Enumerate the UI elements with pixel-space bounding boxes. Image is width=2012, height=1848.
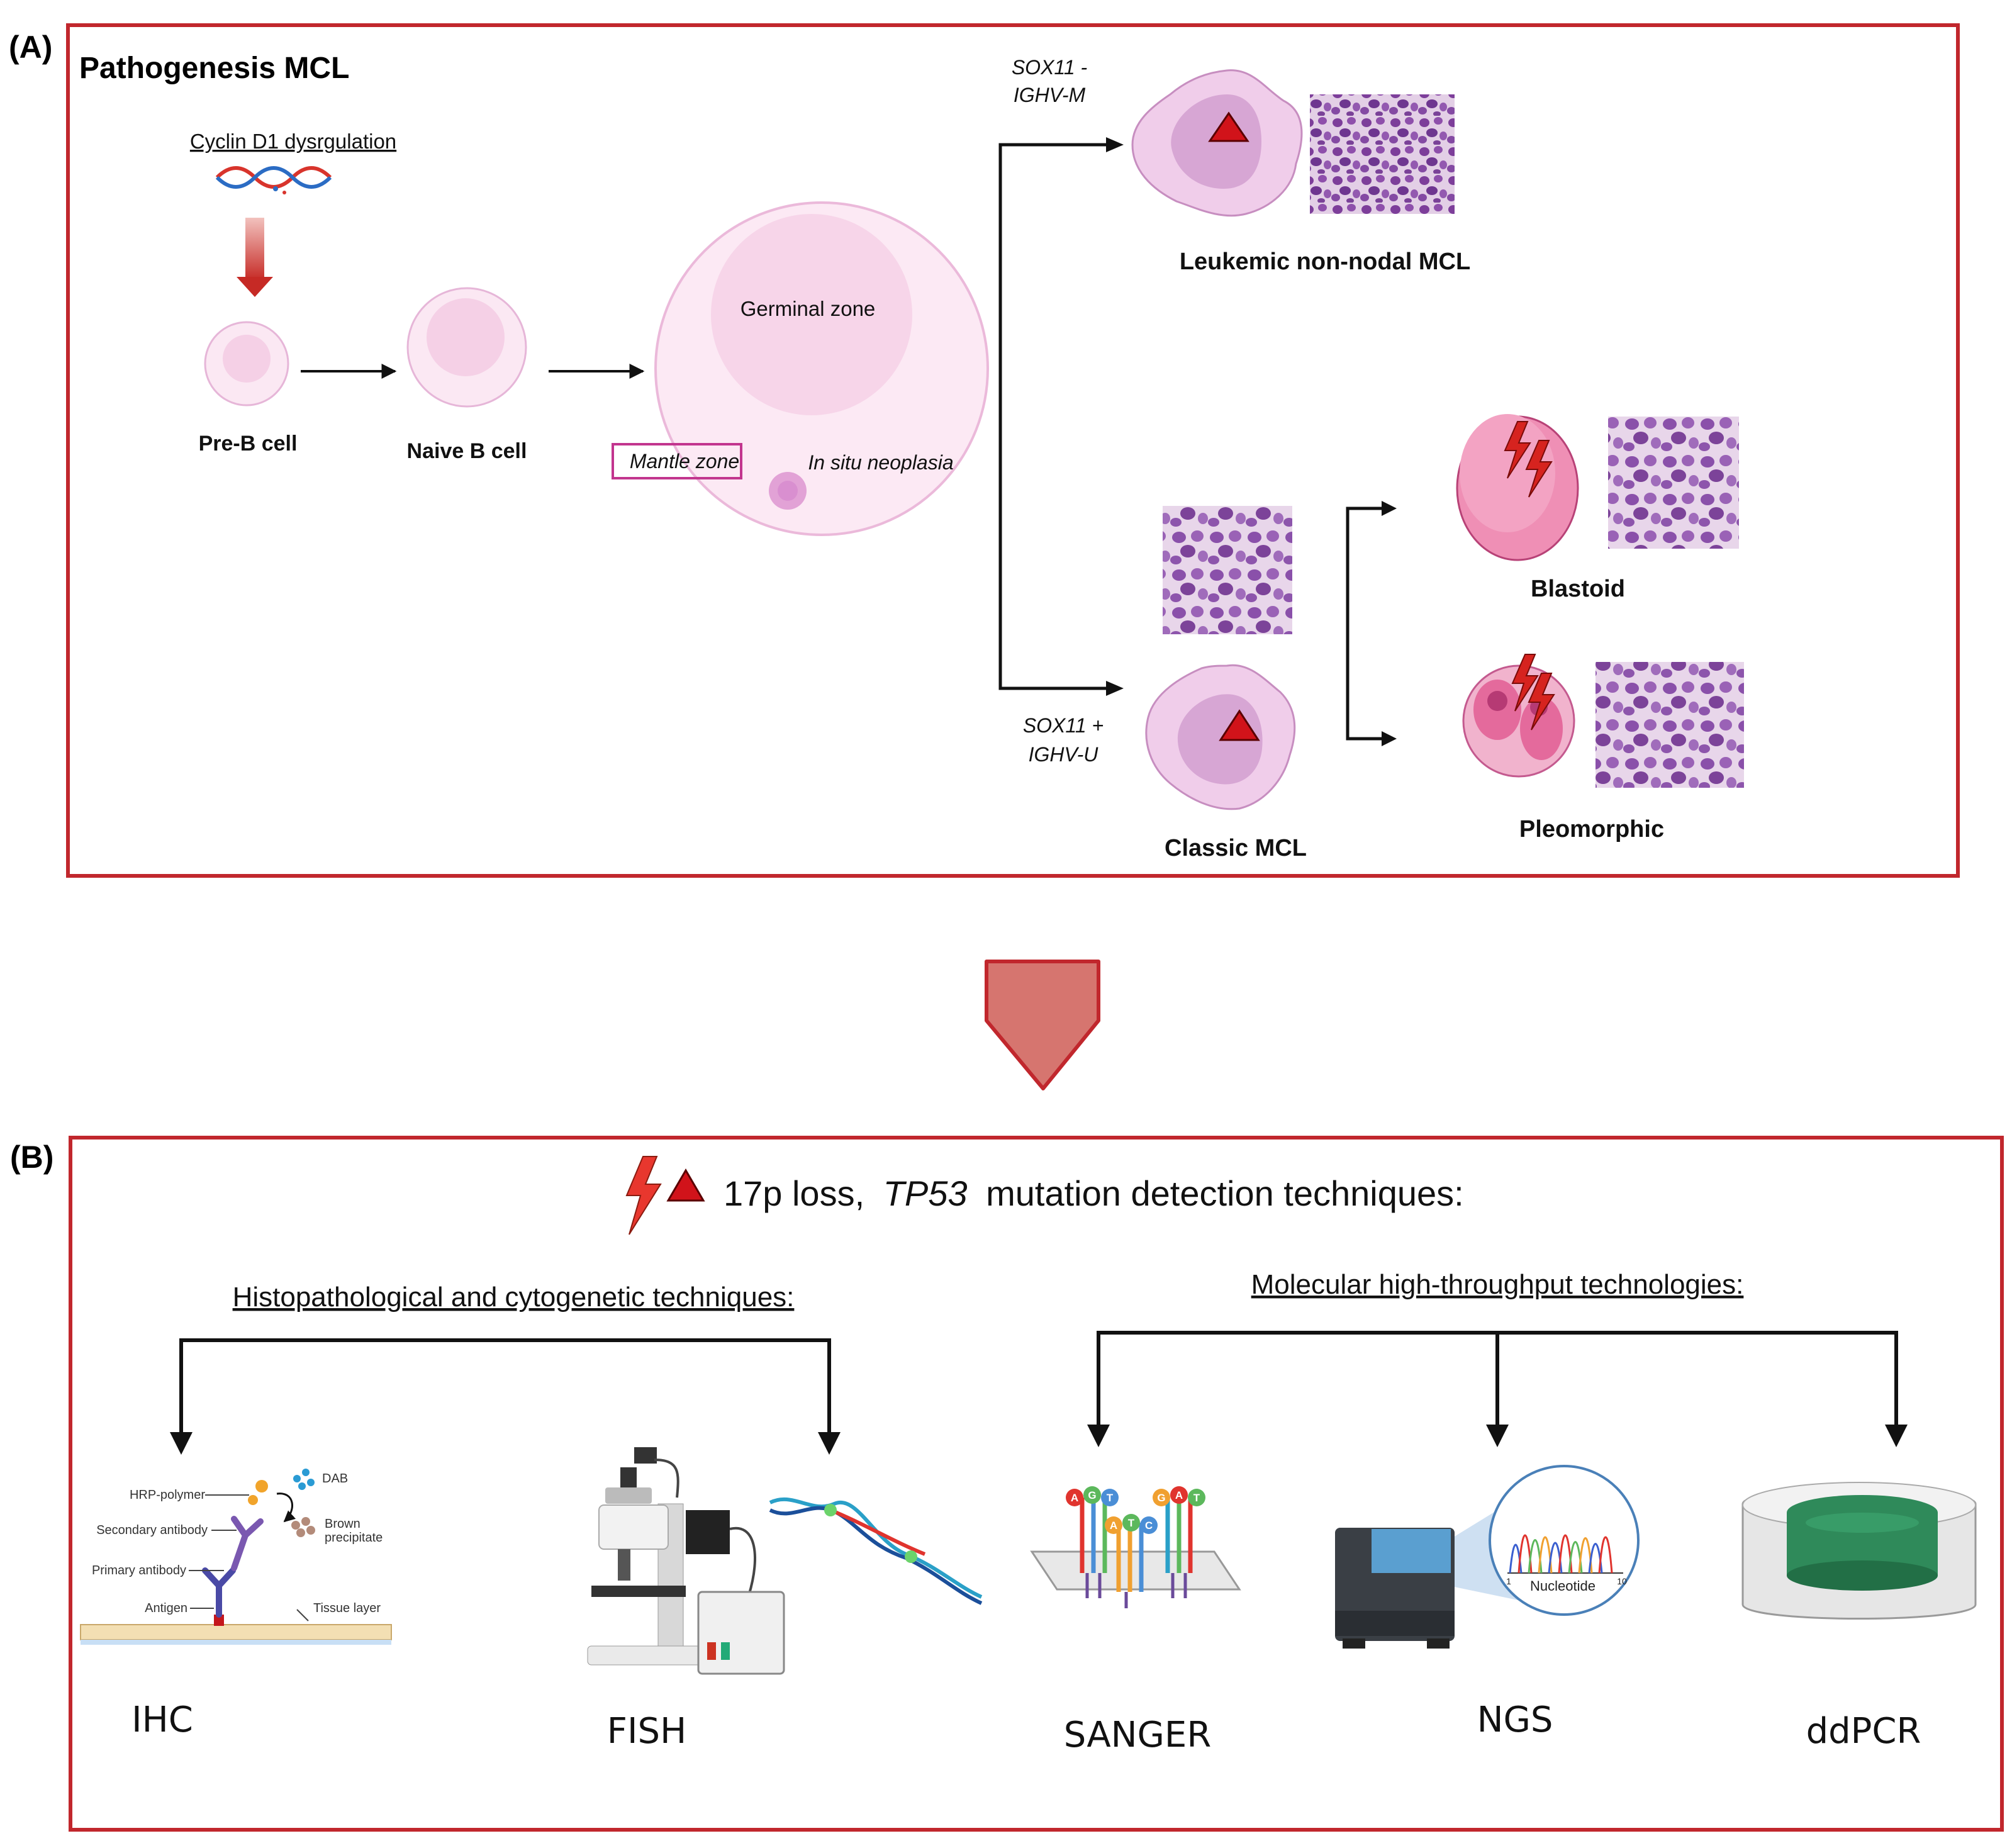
pre-b-label: Pre-B cell: [199, 432, 298, 456]
ihc-dab-label: DAB: [322, 1472, 348, 1486]
naive-b-cell-icon: [406, 287, 527, 408]
sanger-base-labels: A G T A T C G A T: [1071, 1489, 1200, 1532]
ngs-tick-start: 1: [1506, 1576, 1511, 1586]
ihc-hrp-label: HRP-polymer: [130, 1488, 205, 1502]
naive-b-label: Naive B cell: [407, 439, 527, 463]
arrowhead-ngs: [1486, 1425, 1509, 1447]
base-label: G: [1157, 1492, 1165, 1504]
ihc-secondary-label: Secondary antibody: [96, 1523, 208, 1537]
molecular-heading: Molecular high-throughput technologies:: [1251, 1269, 1744, 1300]
branch-connector: [998, 143, 1107, 690]
ddpcr-device-icon: [1741, 1482, 1977, 1620]
cyclin-label: Cyclin D1 dysrgulation: [190, 130, 396, 153]
triangle-icon-title: [666, 1168, 705, 1202]
blastoid-cell-icon: [1456, 414, 1579, 561]
sanger-array-icon: [1030, 1486, 1241, 1608]
technique-label-ddpcr: ddPCR: [1806, 1711, 1921, 1752]
microscope-icon: [587, 1447, 785, 1675]
mantle-zone-box: [612, 443, 742, 479]
base-label: G: [1088, 1489, 1096, 1501]
base-label: T: [1193, 1492, 1200, 1504]
arrowhead-fish: [818, 1432, 841, 1455]
arrowhead-sanger: [1087, 1425, 1110, 1447]
ihc-antigen-label: Antigen: [145, 1601, 187, 1615]
arrowhead-top: [1106, 137, 1124, 152]
ngs-sequencer-icon: [1335, 1465, 1640, 1649]
panel-a-tag: (A): [9, 30, 52, 65]
arrowhead-ihc: [170, 1432, 193, 1455]
panel-a-title: Pathogenesis MCL: [79, 52, 349, 85]
ihc-illustration: [80, 1469, 392, 1645]
histo-heading: Histopathological and cytogenetic techni…: [233, 1282, 795, 1313]
sox-neg-line2: IGHV-M: [1014, 84, 1086, 106]
fish-dna-icon: [769, 1497, 983, 1605]
classic-histology-image: [1163, 506, 1292, 634]
pleomorphic-cell-icon: [1462, 654, 1575, 778]
ihc-brown-label-1: Brown: [325, 1517, 360, 1531]
lightning-icon: [625, 1156, 662, 1235]
base-label: A: [1110, 1520, 1117, 1532]
ihc-tissue-label: Tissue layer: [313, 1601, 381, 1615]
base-label: A: [1071, 1492, 1078, 1504]
molecular-connector: [1097, 1331, 1898, 1426]
panel-a-frame: [66, 23, 1960, 878]
transition-arrow: [985, 960, 1100, 1090]
pleomorphic-histology-image: [1596, 662, 1744, 788]
germinal-label: Germinal zone: [741, 297, 876, 320]
arrowhead-bottom: [1106, 681, 1124, 696]
sox-neg-line1: SOX11 -: [1012, 56, 1087, 79]
lightning-icon-blastoid-2: [1525, 440, 1553, 498]
classic-label: Classic MCL: [1165, 835, 1307, 861]
base-label: C: [1145, 1520, 1153, 1532]
leukemic-histology-image: [1310, 94, 1455, 214]
pleomorphic-label: Pleomorphic: [1519, 816, 1664, 843]
ngs-axis-label: Nucleotide: [1530, 1578, 1596, 1594]
histo-connector: [179, 1338, 831, 1433]
technique-label-ngs: NGS: [1477, 1700, 1553, 1740]
lymph-follicle-icon: [654, 201, 989, 536]
blastoid-label: Blastoid: [1531, 576, 1625, 602]
leukemic-label: Leukemic non-nodal MCL: [1180, 249, 1470, 275]
blastoid-histology-image: [1608, 417, 1739, 549]
cyclin-down-arrow-head: [237, 277, 273, 297]
technique-label-fish: FISH: [607, 1711, 686, 1752]
base-label: T: [1128, 1517, 1135, 1529]
dna-icon: [215, 166, 332, 194]
triangle-icon: [1208, 111, 1249, 142]
ihc-brown-label-2: precipitate: [325, 1531, 383, 1545]
lightning-icon-blastoid-1: [1504, 421, 1531, 479]
panel-b-tag: (B): [10, 1140, 53, 1175]
cyclin-down-arrow-shaft: [245, 218, 264, 281]
panel-b-title: 17p loss, TP53 mutation detection techni…: [724, 1173, 1464, 1213]
technique-label-ihc: IHC: [131, 1700, 193, 1740]
base-label: T: [1107, 1492, 1114, 1504]
lightning-icon-pleo-1: [1511, 654, 1539, 712]
classic-cell-icon: [1145, 664, 1296, 810]
arrowhead-ddpcr: [1885, 1425, 1908, 1447]
arrowhead-pleomorphic: [1382, 731, 1397, 746]
arrowhead-blastoid: [1382, 501, 1397, 516]
triangle-icon-classic: [1219, 709, 1260, 741]
sox-pos-line1: SOX11 +: [1023, 714, 1104, 737]
ngs-tick-end: 10: [1617, 1576, 1627, 1586]
technique-label-sanger: SANGER: [1064, 1715, 1211, 1756]
lightning-icon-pleo-2: [1528, 673, 1555, 731]
insitu-label: In situ neoplasia: [808, 451, 953, 474]
ihc-primary-label: Primary antibody: [92, 1564, 186, 1577]
leukemic-cell-icon: [1131, 69, 1303, 217]
subtype-connector: [1346, 507, 1382, 741]
panel-b-frame: [69, 1136, 2004, 1832]
sox-pos-line2: IGHV-U: [1029, 743, 1099, 766]
pre-b-cell-icon: [204, 321, 289, 406]
mantle-label: Mantle zone: [630, 450, 739, 473]
base-label: A: [1175, 1489, 1183, 1501]
